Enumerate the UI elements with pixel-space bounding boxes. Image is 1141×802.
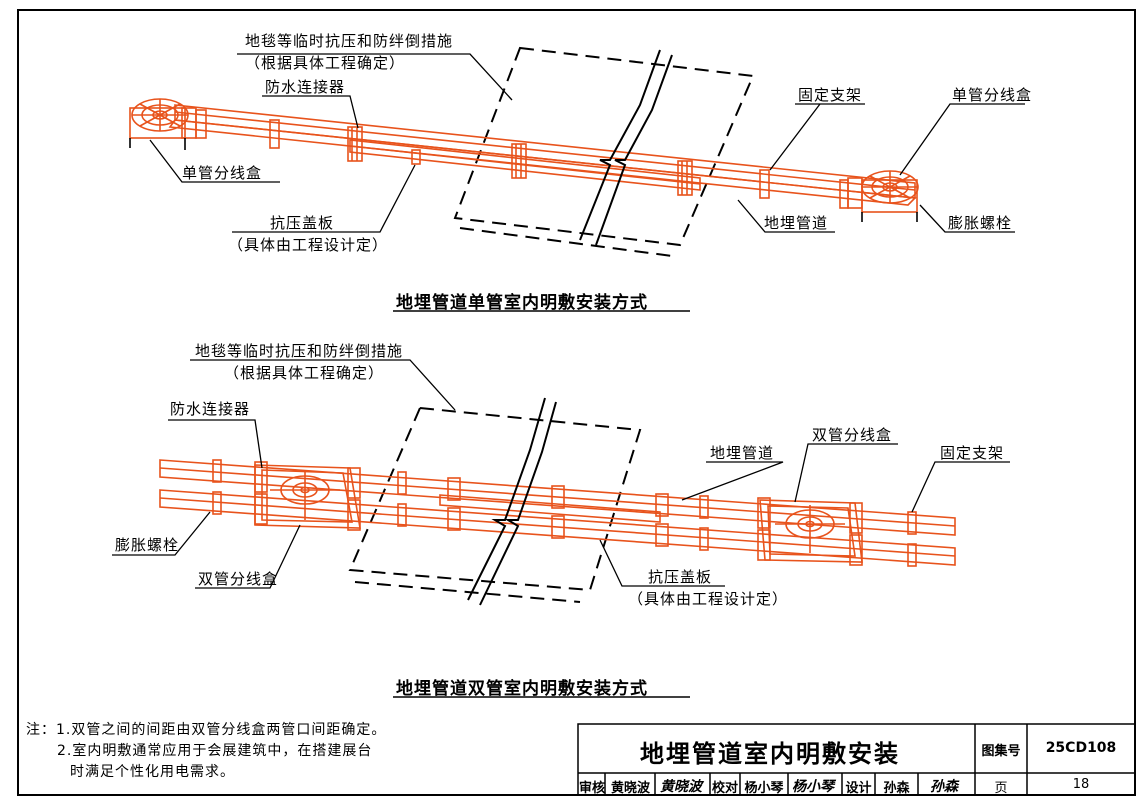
bottom-bolt-label: 膨胀螺栓: [115, 536, 180, 554]
reviewer-signature: 黄晓波: [660, 779, 702, 795]
top-connectors: [347, 126, 693, 196]
bottom-carpet-edge: [354, 581, 581, 603]
bottom-double-box-left-label: 双管分线盒: [198, 570, 279, 588]
top-cover-label-line1: 抗压盖板: [270, 214, 335, 232]
top-carpet-label-line2: （根据具体工程确定）: [245, 54, 406, 72]
top-carpet-outline: [453, 46, 755, 247]
top-waterproof-label: 防水连接器: [265, 78, 346, 96]
top-break-lines: [579, 49, 673, 246]
top-carpet-label-line1: 地毯等临时抗压和防绊倒措施: [245, 32, 454, 50]
check-label: 校对: [711, 781, 738, 796]
bottom-buried-pipe-label: 地埋管道: [710, 444, 775, 462]
bottom-title: 地埋管道双管室内明敷安装方式: [396, 679, 648, 699]
top-single-box-left: [129, 98, 207, 150]
designer-name: 孙森: [883, 781, 910, 796]
bottom-carpet-label-line1: 地毯等临时抗压和防绊倒措施: [195, 342, 404, 360]
bottom-cover-label-line1: 抗压盖板: [648, 568, 713, 586]
top-fixed-bracket-label: 固定支架: [798, 86, 863, 104]
page-number: 18: [1072, 777, 1090, 792]
top-cover-label-line2: （具体由工程设计定）: [228, 236, 389, 254]
atlas-label: 图集号: [981, 744, 1021, 759]
bottom-double-box-right-label: 双管分线盒: [812, 426, 893, 444]
top-single-box-right-label: 单管分线盒: [952, 86, 1033, 104]
checker-name: 杨小琴: [744, 781, 784, 796]
bottom-fixed-bracket-label: 固定支架: [940, 444, 1005, 462]
top-carpet-edge: [459, 227, 673, 257]
top-single-box-left-label: 单管分线盒: [182, 164, 263, 182]
designer-signature: 孙森: [930, 779, 958, 795]
top-single-box-right: [839, 170, 919, 222]
sheet-frame: [17, 9, 1136, 796]
bottom-double-box-right: [757, 497, 863, 566]
bottom-cover-label-line2: （具体由工程设计定）: [628, 590, 789, 608]
review-label: 审核: [579, 781, 606, 796]
top-title: 地埋管道单管室内明敷安装方式: [396, 293, 648, 313]
reviewer-name: 黄晓波: [610, 781, 650, 796]
bottom-diagram: [112, 359, 1010, 606]
bottom-leaders: [112, 359, 1010, 589]
title-block-grid: [577, 723, 1136, 796]
sheet-title: 地埋管道室内明敷安装: [640, 740, 900, 768]
top-diagram: [129, 46, 1025, 257]
bottom-carpet-outline: [348, 406, 642, 592]
checker-signature: 杨小琴: [792, 779, 834, 795]
bottom-waterproof-label: 防水连接器: [170, 400, 251, 418]
note-line-2: 2.室内明敷通常应用于会展建筑中，在搭建展台: [57, 743, 373, 759]
design-label: 设计: [845, 781, 872, 796]
bottom-connectors: [212, 459, 917, 567]
note-line-1: 注：1.双管之间的间距由双管分线盒两管口间距确定。: [26, 722, 387, 738]
bottom-pipes: [159, 459, 956, 566]
atlas-number: 25CD108: [1045, 740, 1117, 756]
bottom-break-lines: [467, 397, 557, 606]
bottom-carpet-label-line2: （根据具体工程确定）: [224, 364, 385, 382]
top-bolt-label: 膨胀螺栓: [948, 214, 1013, 232]
top-leaders: [149, 53, 1025, 233]
top-buried-pipe-label: 地埋管道: [764, 214, 829, 232]
bottom-double-box-left: [254, 461, 361, 531]
top-pipe: [168, 104, 917, 206]
page-label: 页: [994, 781, 1008, 796]
note-line-3: 时满足个性化用电需求。: [70, 764, 235, 780]
top-brackets: [269, 119, 770, 199]
